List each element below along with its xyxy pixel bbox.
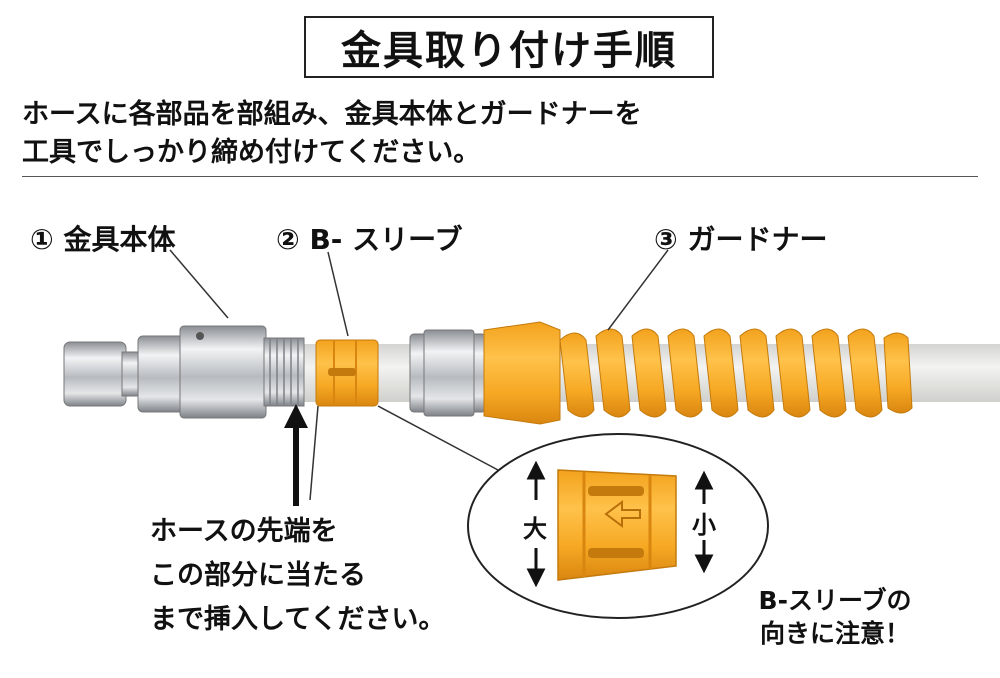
sleeve-enlarged	[557, 469, 677, 581]
insert-note-line-1: ホースの先端を	[150, 516, 338, 547]
sleeve-orientation-note: B-スリーブの 向きに注意！	[740, 584, 930, 650]
guardner	[409, 321, 913, 425]
sleeve-note-line-1: B-スリーブの	[758, 586, 912, 615]
guardner-spring	[559, 328, 913, 418]
b-sleeve	[315, 339, 379, 407]
large-label: 大	[523, 515, 547, 543]
fitting-body	[63, 325, 305, 419]
label-fitting-body: ① 金具本体	[30, 223, 176, 256]
intro-text: ホースに各部品を部組み、金具本体とガードナーを 工具でしっかり締め付けてください…	[22, 96, 642, 172]
insert-note-line-2: この部分に当たる	[150, 560, 366, 591]
label-guardner: ③ ガードナー	[654, 223, 828, 256]
small-label: 小	[692, 511, 716, 539]
insert-note-line-3: まで挿入してください。	[150, 604, 446, 635]
small-end-arrow	[694, 470, 714, 574]
divider	[22, 176, 978, 177]
callout-line-right	[377, 405, 499, 471]
sleeve-note-line-2: 向きに注意！	[759, 619, 910, 648]
page-title-text: 金具取り付け手順	[341, 28, 677, 74]
leader-line-fitting	[169, 249, 229, 319]
leader-line-sleeve	[327, 251, 349, 337]
intro-line-1: ホースに各部品を部組み、金具本体とガードナーを	[22, 99, 642, 130]
insert-note: ホースの先端を この部分に当たる まで挿入してください。	[150, 510, 445, 642]
leader-line-guardner	[607, 249, 669, 331]
intro-line-2: 工具でしっかり締め付けてください。	[22, 137, 481, 168]
label-b-sleeve: ② B- スリーブ	[276, 223, 463, 256]
page-title: 金具取り付け手順	[304, 16, 714, 78]
insert-arrow	[284, 404, 308, 506]
large-end-arrow	[526, 460, 546, 588]
callout-line-left	[309, 405, 319, 501]
